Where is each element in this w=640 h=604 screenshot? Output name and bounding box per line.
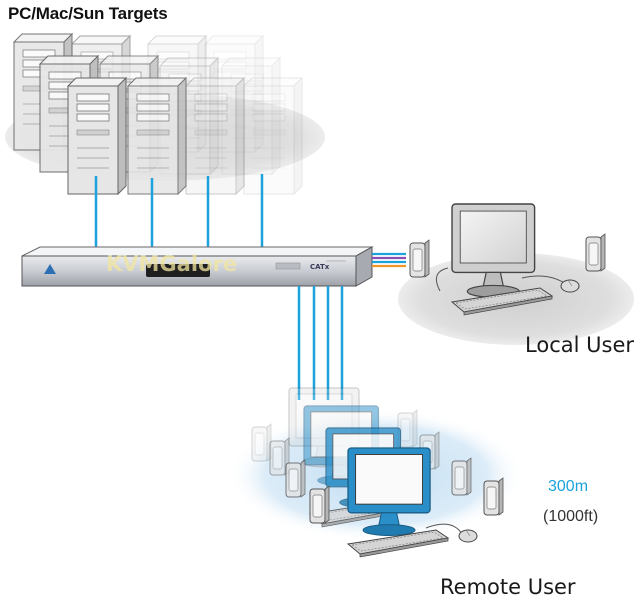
- distance-feet: (1000ft): [543, 508, 599, 525]
- local-user-label: Local User: [525, 333, 634, 357]
- speaker-icon: [483, 477, 504, 516]
- speaker-icon: [409, 239, 430, 278]
- kvm-switch-icon: CATx KVMGalore: [21, 246, 374, 287]
- mouse-icon: [560, 279, 580, 293]
- server-tower-icon: [185, 77, 245, 195]
- remote-cables: [297, 286, 344, 400]
- server-tower-icon: [127, 77, 187, 195]
- server-cluster: [13, 33, 303, 195]
- remote-user-label: Remote User: [440, 575, 576, 599]
- speaker-icon: [285, 459, 306, 498]
- target-cables: [94, 174, 264, 249]
- watermark: KVMGalore: [106, 252, 237, 276]
- speaker-icon: [585, 233, 606, 272]
- distance-meters: 300m: [548, 478, 589, 495]
- local-workstation: [409, 203, 606, 316]
- local-cables: [372, 252, 406, 268]
- targets-label: PC/Mac/Sun Targets: [8, 4, 168, 23]
- switch-brand: CATx: [310, 263, 330, 271]
- speaker-icon: [451, 457, 472, 496]
- mouse-icon: [458, 529, 478, 543]
- speaker-icon: [251, 423, 272, 462]
- server-tower-icon: [243, 77, 303, 195]
- remote-workstations: [251, 387, 504, 558]
- speaker-icon: [309, 485, 330, 524]
